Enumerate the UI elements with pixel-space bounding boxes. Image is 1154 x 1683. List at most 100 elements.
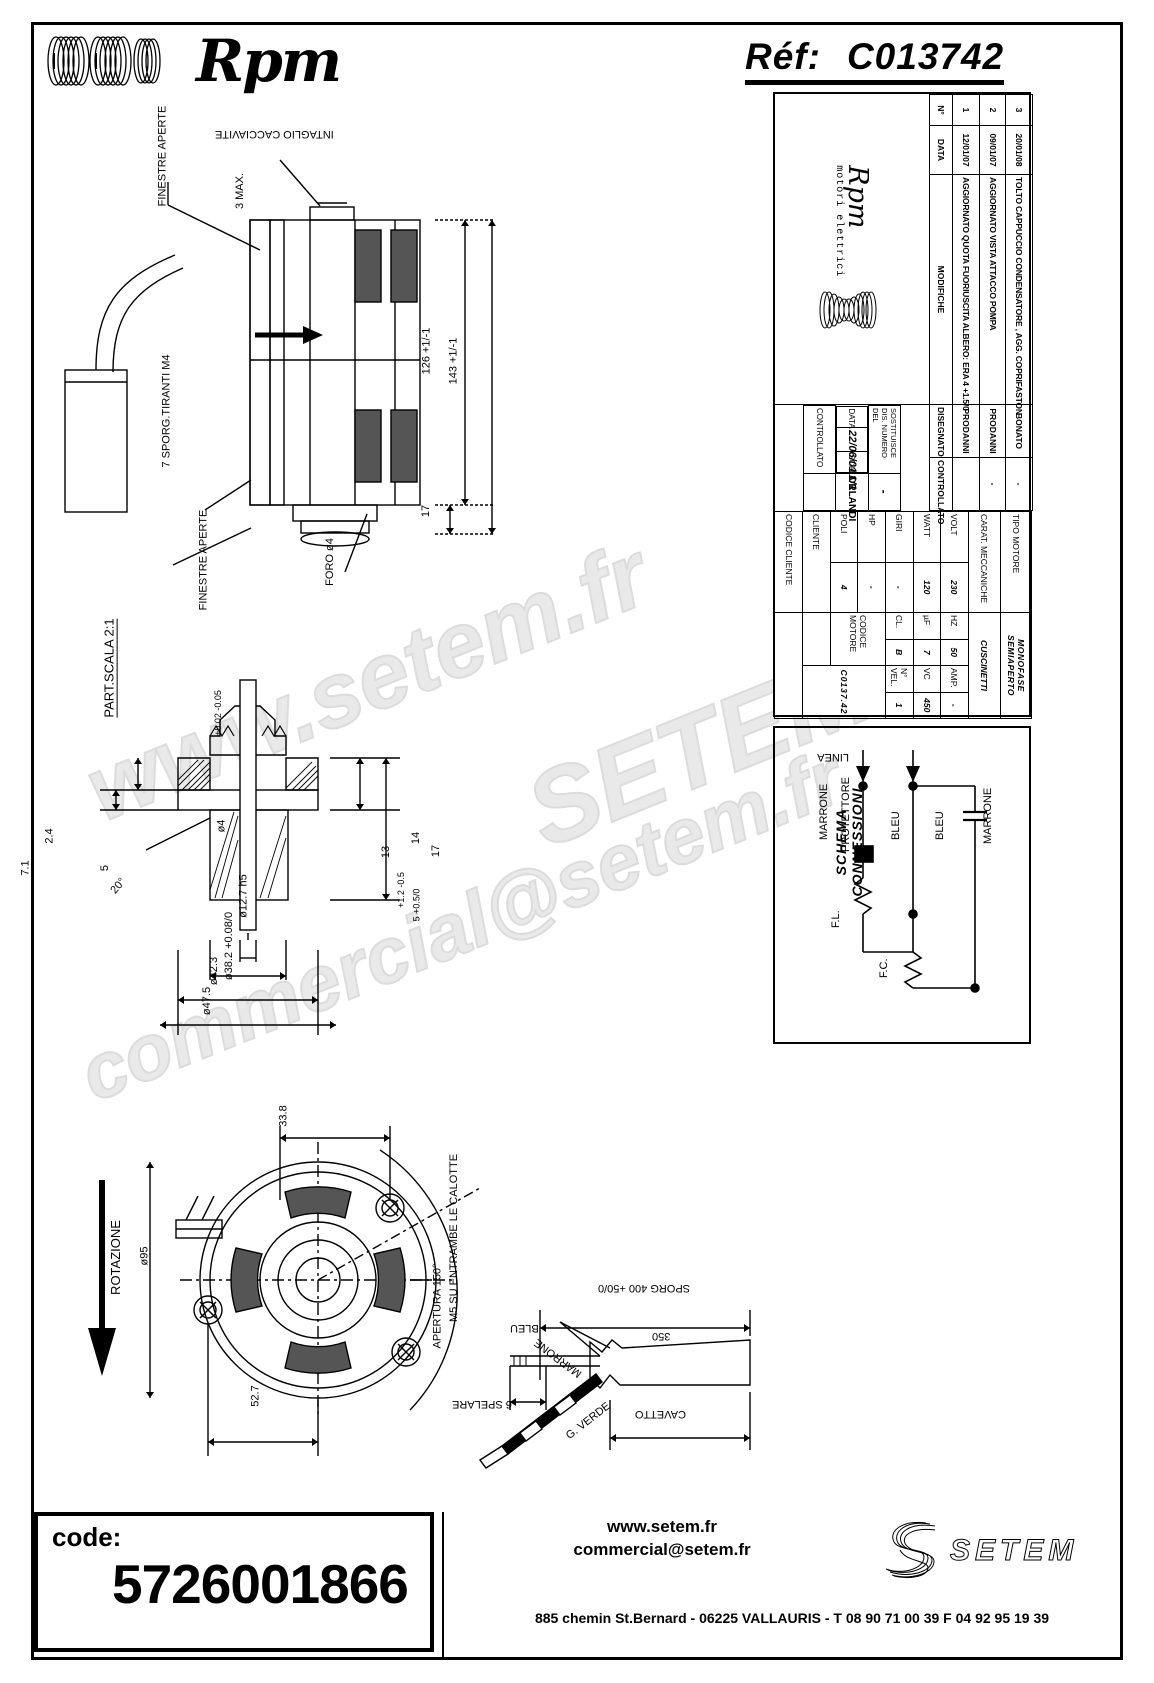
- title-block: 3 20/01/08 TOLTO CAPPUCCIO CONDENSATORE …: [773, 92, 1034, 720]
- fl-label: F.L.: [830, 910, 842, 928]
- rev-date-3: 20/01/08: [1005, 125, 1033, 175]
- label-cavetto: CAVETTO: [635, 1408, 686, 1420]
- code-value: 5726001866: [112, 1553, 409, 1615]
- schema-connessioni-box: SCHEMA CONNESSIONI: [773, 726, 1031, 1044]
- data-label: DATA: [836, 406, 868, 429]
- title-block-right-pane: TIPO MOTORE MONOFASE SEMIAPERTO CARAT. M…: [775, 511, 1033, 720]
- rev-check-1: [952, 457, 980, 511]
- col-header-controllato: CONTROLLATO: [929, 457, 953, 524]
- bleu-wire-label: BLEU: [934, 811, 946, 840]
- cliente-value: [802, 612, 831, 666]
- disegnato-value: ORLANDI: [835, 473, 869, 521]
- watt-value: 120: [913, 562, 941, 613]
- title-block-table: 3 20/01/08 TOLTO CAPPUCCIO CONDENSATORE …: [774, 94, 1034, 720]
- rev-n-2: 2: [979, 94, 1006, 126]
- codice-motore-label: CODICE MOTORE: [830, 612, 886, 666]
- rev-check-2: -: [979, 457, 1006, 511]
- volt-value: 230: [940, 562, 969, 613]
- giri-label: GIRI: [885, 511, 914, 562]
- dim-52-7: 52.7: [249, 1385, 262, 1407]
- hz-value: 50: [940, 639, 969, 666]
- cl-value: B: [885, 639, 914, 666]
- rev-n-1: 1: [952, 94, 980, 126]
- rev-date-2: 09/01/07: [979, 125, 1006, 175]
- title-block-footer-fields: SOSTITUISCE DIS. NUMERO DEL - DATA 22/06…: [775, 405, 930, 521]
- dim-6-spelare: 6 SPELARE: [452, 1398, 512, 1410]
- code-box: code: 5726001866: [34, 1512, 434, 1652]
- tipo-motore-label: TIPO MOTORE: [1000, 511, 1032, 613]
- footer-email[interactable]: commercial@setem.fr: [573, 1539, 751, 1559]
- callout-foro-4: FORO ø4: [323, 538, 336, 586]
- dim-143: 143 +1/-1: [447, 337, 460, 385]
- ref-label: Réf:: [745, 36, 821, 77]
- dim-13: 13: [380, 845, 393, 859]
- setem-s-icon: [885, 1521, 936, 1579]
- code-label: code:: [52, 1522, 122, 1552]
- vc-label: VC: [913, 665, 941, 692]
- cliente-label: CLIENTE: [802, 511, 831, 613]
- dim-d4: ø4: [215, 819, 228, 833]
- dim-7-1: 7.1: [19, 860, 32, 876]
- dim-17-detail: 17: [430, 844, 443, 858]
- dim-350: 350: [652, 1330, 671, 1342]
- footer-contact: www.setem.fr commercial@setem.fr: [452, 1516, 872, 1562]
- codice-cliente-value: [775, 612, 803, 719]
- rev-drawn-2: PRODANNI: [979, 404, 1006, 458]
- dim-14: 14: [410, 831, 423, 845]
- amp-value: -: [940, 692, 969, 719]
- rev-date-1: 12/01/07: [952, 125, 980, 175]
- protettore-label: PROTETTORE: [840, 777, 852, 852]
- sostituisce-label: SOSTITUISCE DIS. NUMERO DEL: [868, 405, 901, 474]
- setem-logo: SETEM: [880, 1520, 1078, 1582]
- callout-sporg-tiranti: 7 SPORG.TIRANTI M4: [160, 354, 173, 468]
- callout-intaglio-cacciavite: INTAGLIO CACCIAVITE: [215, 128, 334, 140]
- linea-label: LINEA: [817, 751, 849, 763]
- col-header-data: DATA: [929, 125, 953, 175]
- tol-plus-002: +0.02 -0.05: [212, 690, 223, 736]
- col-header-modifiche: MODIFICHE: [929, 174, 953, 405]
- dim-2-4: 2.4: [43, 828, 56, 844]
- data-value: 22/06/01: [836, 427, 868, 473]
- controllato-value: [803, 473, 836, 510]
- callout-finestre-aperte-top: FINESTRE APERTE: [156, 105, 169, 207]
- callout-3-max: 3 MAX.: [234, 172, 247, 210]
- rotazione-label: ROTAZIONE: [107, 1220, 123, 1295]
- carat-value: CUSCINETTI: [968, 612, 1001, 719]
- dim-38-2: ø38.2 +0.08/0: [223, 911, 236, 981]
- dim-d95: ø95: [138, 1246, 151, 1266]
- nvel-value: 1: [885, 692, 914, 719]
- fc-label: F.C.: [878, 958, 890, 978]
- col-header-disegnato: DISEGNATO: [929, 404, 953, 458]
- cl-label: CL.: [885, 612, 914, 639]
- dim-126: 126 +1/-1: [420, 327, 433, 375]
- uf-label: µF: [913, 612, 941, 639]
- hp-label: HP: [857, 511, 886, 562]
- assembly-top-view: [64, 159, 496, 573]
- nvel-label: N° VEL.: [885, 665, 914, 692]
- marrone-terminal-label: MARRONE: [818, 784, 830, 840]
- drawing-frame: [31, 22, 1123, 1660]
- cable-view: [478, 1310, 751, 1469]
- dim-5: 5: [99, 864, 112, 872]
- scala-label: SCALA: [836, 451, 868, 481]
- company-subtitle: motori elettrici: [832, 165, 844, 278]
- note-apertura-150: APERTURA 150°: [431, 1263, 444, 1349]
- dim-33-8: 33.8: [277, 1105, 290, 1127]
- controllato-label: CONTROLLATO: [803, 405, 836, 474]
- footer-address: 885 chemin St.Bernard - 06225 VALLAURIS …: [534, 1610, 1050, 1626]
- company-name: Rpm: [841, 165, 873, 229]
- setem-brand: SETEM: [949, 1534, 1079, 1568]
- detail-section-view: [100, 679, 400, 1035]
- footer-website[interactable]: www.setem.fr: [607, 1517, 717, 1536]
- rev-mod-3: TOLTO CAPPUCCIO CONDENSATORE , AGG. COPR…: [1005, 174, 1033, 415]
- wiring-diagram: LINEA MARRONE PROTETTORE BLEU BLEU MARRO…: [817, 750, 994, 993]
- reference-number: Réf:C013742: [745, 36, 1005, 85]
- company-logo-cell: Rpm motori elettrici: [774, 94, 930, 405]
- coil-spring-icon: [47, 36, 161, 86]
- rev-drawn-3: BONATO: [1005, 404, 1033, 458]
- rev-mod-2: AGGIORNATO VISTA ATTACCO POMPA: [979, 174, 1006, 405]
- col-header-n: N°: [929, 94, 953, 126]
- rev-n-3: 3: [1005, 94, 1033, 126]
- codice-motore-value: C0137.42: [802, 665, 886, 719]
